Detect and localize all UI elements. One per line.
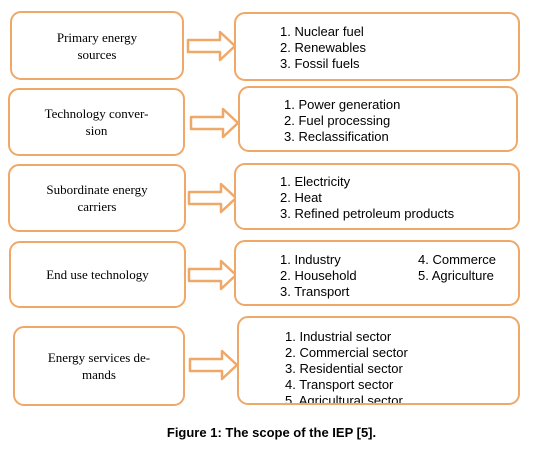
left-box-technology-conversion: Technology conver- sion — [8, 88, 185, 156]
left-box-label: Energy services de- mands — [47, 350, 151, 382]
right-box-end-use-technology: 1. Industry 2. Household 3. Transport 4.… — [234, 240, 520, 306]
list-item: 3. Reclassification — [284, 129, 389, 144]
right-box-subordinate-energy-carriers: 1. Electricity 2. Heat 3. Refined petrol… — [234, 163, 520, 230]
list-item: 2. Fuel processing — [284, 113, 391, 128]
list-item: 3. Refined petroleum products — [280, 206, 455, 221]
list-item: 3. Residential sector — [285, 361, 403, 376]
list-item: 4. Transport sector — [285, 377, 394, 392]
list-item: 1. Power generation — [284, 97, 401, 112]
list-item: 2. Renewables — [280, 40, 366, 55]
list-item: 2. Household — [280, 268, 357, 283]
left-box-label: Technology conver- sion — [44, 106, 149, 138]
right-arrow-icon — [186, 30, 237, 62]
list-item: 3. Transport — [280, 284, 350, 299]
left-box-label: Primary energy sources — [56, 29, 138, 62]
right-arrow-icon — [189, 107, 240, 139]
figure-caption: Figure 1: The scope of the IEP [5]. — [166, 425, 377, 440]
left-box-end-use-technology: End use technology — [9, 241, 186, 308]
list-item: 3. Fossil fuels — [280, 56, 360, 71]
left-box-label: End use technology — [46, 267, 149, 282]
left-box-subordinate-energy-carriers: Subordinate energy carriers — [8, 164, 186, 232]
right-arrow-icon — [187, 259, 238, 291]
right-arrow-icon — [187, 182, 238, 214]
left-box-label: Subordinate energy carriers — [46, 182, 148, 214]
list-item: 1. Electricity — [280, 174, 351, 189]
right-arrow-icon — [188, 349, 239, 381]
left-box-energy-services-demands: Energy services de- mands — [13, 326, 185, 406]
left-box-primary-energy-sources: Primary energy sources — [10, 11, 184, 80]
list-item: 1. Nuclear fuel — [280, 24, 364, 39]
list-item: 1. Industry — [280, 252, 341, 267]
list-item: 2. Commercial sector — [285, 345, 408, 360]
right-box-technology-conversion: 1. Power generation 2. Fuel processing 3… — [238, 86, 518, 152]
list-item: 4. Commerce — [418, 252, 497, 267]
right-box-primary-energy-sources: 1. Nuclear fuel 2. Renewables 3. Fossil … — [234, 12, 520, 81]
list-item: 5. Agricultural sector — [285, 393, 403, 405]
list-item: 5. Agriculture — [418, 268, 494, 283]
list-item: 2. Heat — [280, 190, 322, 205]
right-box-energy-services-demands: 1. Industrial sector 2. Commercial secto… — [237, 316, 520, 405]
list-item: 1. Industrial sector — [285, 329, 392, 344]
